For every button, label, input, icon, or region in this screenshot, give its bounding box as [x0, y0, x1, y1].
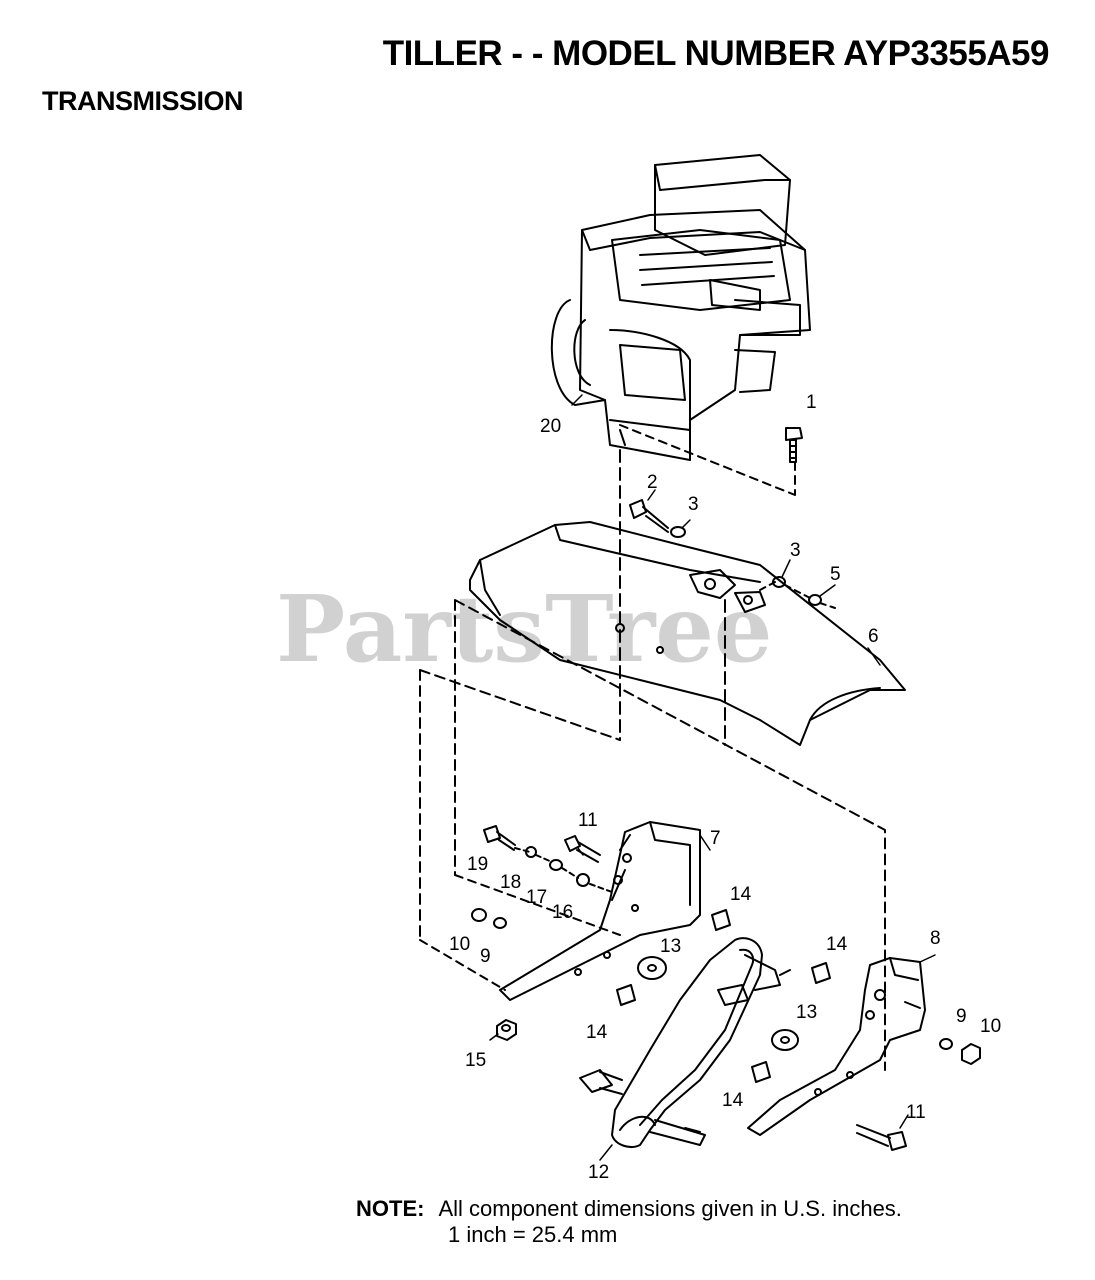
spacer-part-14d	[751, 1061, 771, 1083]
washer-part-13b	[771, 1029, 799, 1051]
callout-2: 2	[647, 472, 658, 493]
guide-line-lower	[419, 874, 621, 991]
callout-7: 7	[710, 828, 721, 849]
guide-line-frame	[454, 599, 886, 1071]
callout-3a: 3	[688, 494, 699, 515]
bolt-part-19	[483, 825, 516, 851]
callout-9b: 9	[956, 1006, 967, 1027]
bolt-part-1	[785, 427, 803, 463]
callout-12: 12	[588, 1162, 609, 1183]
callout-11b: 11	[906, 1102, 926, 1123]
nut-part-10b	[961, 1043, 981, 1065]
note-line-2: 1 inch = 25.4 mm	[448, 1222, 618, 1247]
guide-line-washers	[514, 847, 613, 893]
callout-14c: 14	[586, 1022, 608, 1043]
transmission-part-12	[579, 937, 791, 1148]
spacer-part-14c	[616, 984, 636, 1006]
callout-6: 6	[868, 626, 879, 647]
spacer-part-14b	[811, 962, 831, 984]
engine-part-20	[550, 154, 811, 461]
note-line-1: All component dimensions given in U.S. i…	[438, 1196, 902, 1221]
section-title: TRANSMISSION	[42, 86, 244, 116]
tine-shield-part-6	[469, 521, 906, 746]
callout-19: 19	[467, 854, 488, 875]
callout-1: 1	[806, 392, 817, 413]
washer-part-16	[576, 873, 590, 887]
washer-part-9a	[493, 917, 507, 929]
callout-17: 17	[526, 887, 547, 908]
callout-3b: 3	[790, 540, 801, 561]
callout-8: 8	[930, 928, 941, 949]
spacer-part-14a	[711, 909, 731, 931]
callout-9a: 9	[480, 946, 491, 967]
callout-14a: 14	[730, 884, 752, 905]
callout-18: 18	[500, 872, 521, 893]
callout-10a: 10	[449, 934, 470, 955]
dimensions-note: NOTE: All component dimensions given in U…	[356, 1196, 902, 1248]
washer-part-17	[549, 859, 563, 871]
nut-part-5	[808, 594, 822, 606]
guide-line-bolt-1	[619, 424, 796, 496]
callout-5: 5	[830, 564, 841, 585]
nut-part-15	[496, 1019, 517, 1041]
callout-leaders	[489, 394, 936, 1161]
right-bracket-part-8	[747, 957, 926, 1136]
callout-13a: 13	[660, 936, 681, 957]
guide-line-left	[419, 669, 621, 941]
bolt-part-11b	[856, 1124, 907, 1151]
nut-part-10a	[471, 908, 487, 922]
callout-14d: 14	[722, 1090, 744, 1111]
callout-10b: 10	[980, 1016, 1001, 1037]
callout-20: 20	[540, 416, 561, 437]
washer-part-18	[525, 846, 537, 858]
callout-16: 16	[552, 902, 573, 923]
left-bracket-part-7	[499, 821, 701, 1001]
washer-part-9b	[939, 1038, 953, 1050]
callout-labels: 1 2 3 3 5 6 7 8 9 9 10 10 11 11 12 13 13…	[449, 392, 1001, 1183]
page-title: TILLER - - MODEL NUMBER AYP3355A59	[382, 34, 1050, 73]
callout-11a: 11	[578, 810, 598, 831]
guide-line-nut-5	[759, 581, 836, 609]
bolt-part-11a	[564, 835, 601, 863]
washer-part-13a	[637, 956, 667, 980]
bolt-part-2	[629, 499, 686, 538]
note-label: NOTE:	[356, 1196, 425, 1221]
callout-15: 15	[465, 1050, 486, 1071]
callout-14b: 14	[826, 934, 848, 955]
callout-13b: 13	[796, 1002, 817, 1023]
